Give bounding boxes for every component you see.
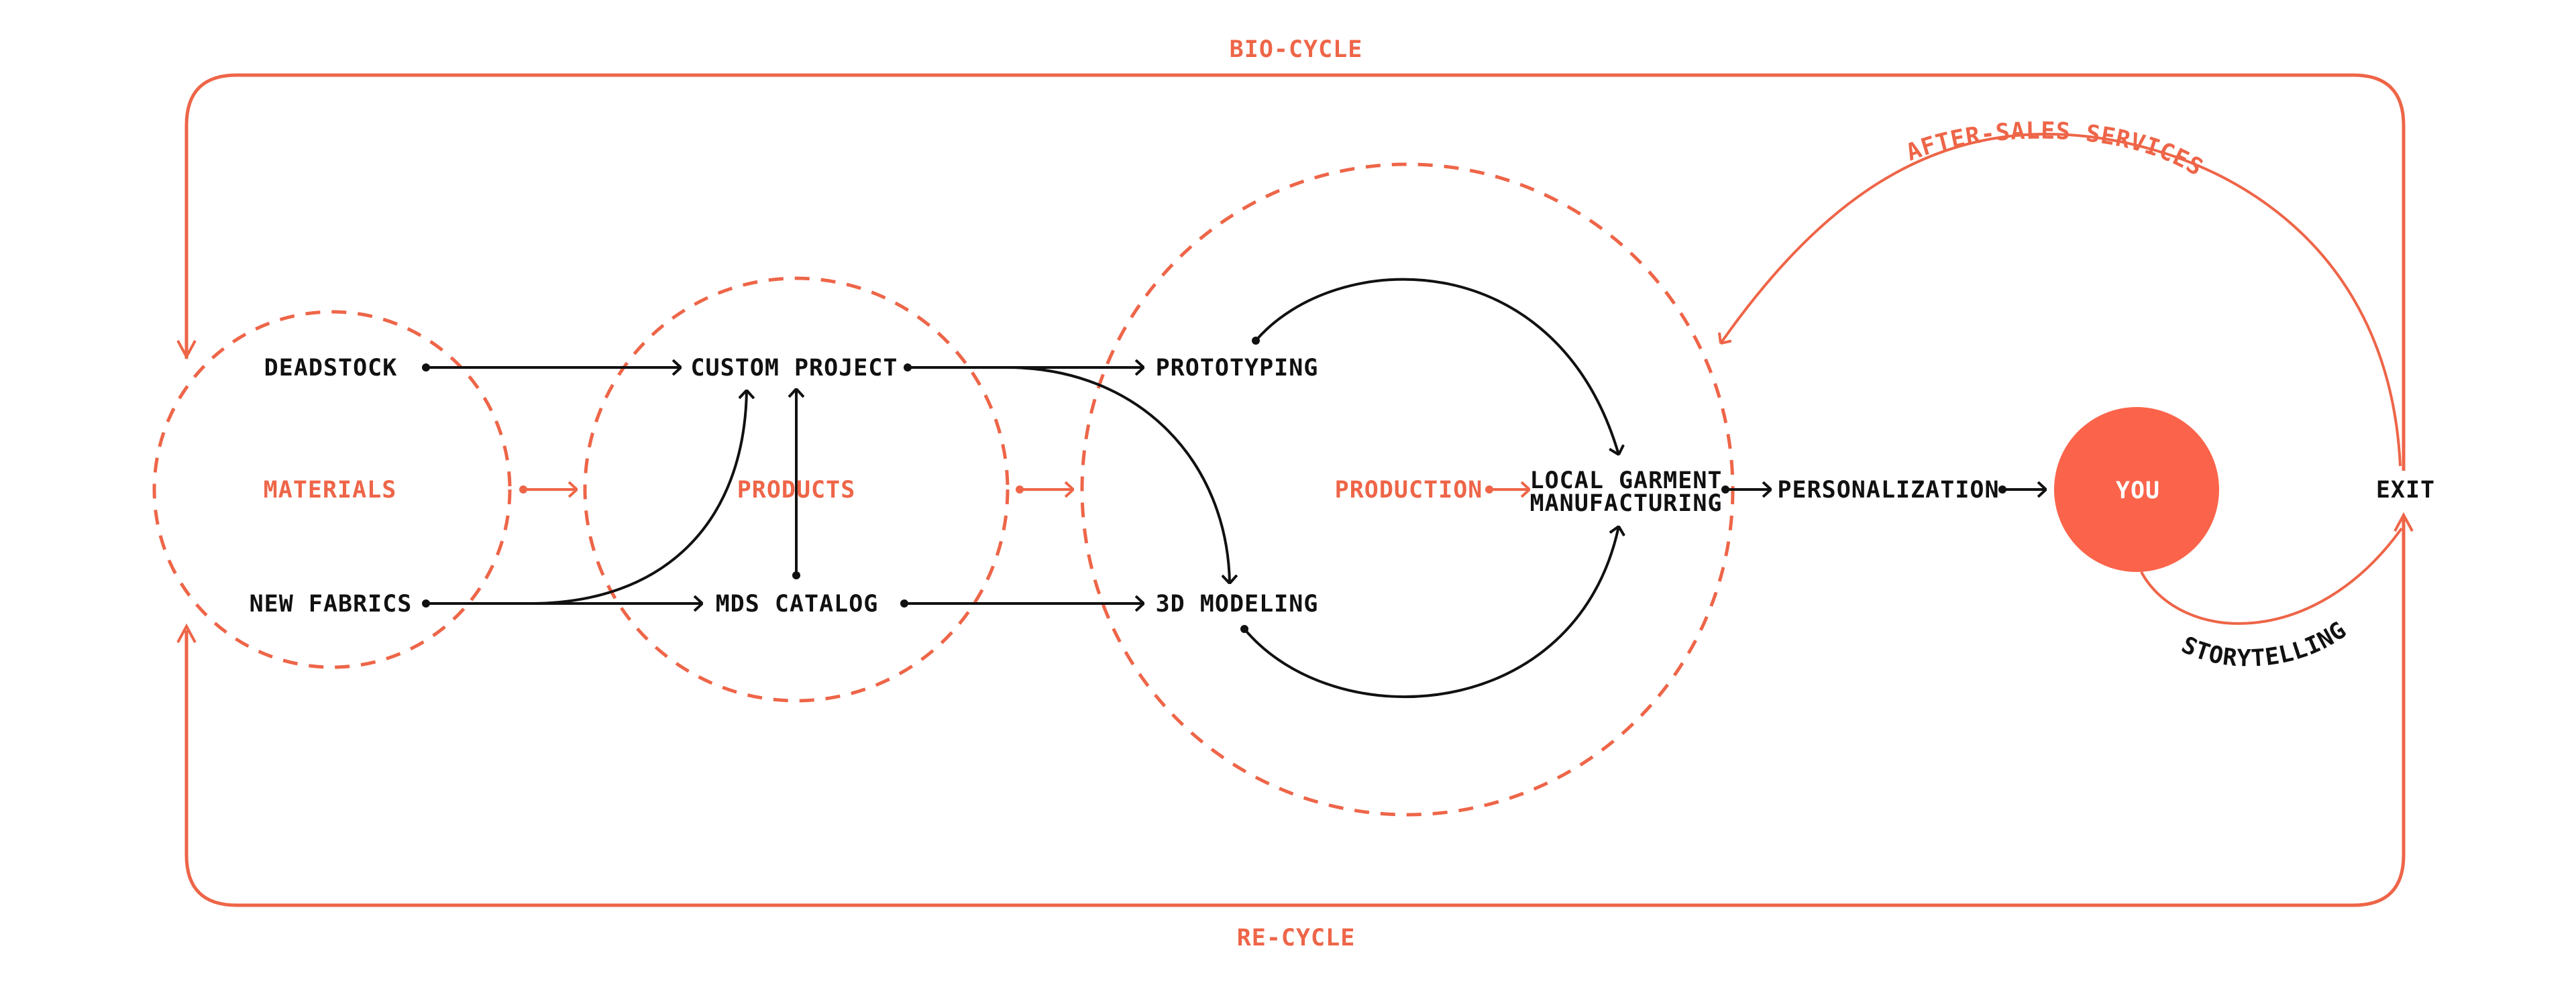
bio-cycle-arrow-icon: [176, 340, 197, 360]
you-label: YOU: [2116, 477, 2160, 504]
mds-catalog-label: MDS CATALOG: [716, 591, 879, 618]
personalization-label: PERSONALIZATION: [1777, 477, 1999, 504]
exit-label: EXIT: [2376, 477, 2435, 504]
manufacturing-label: MANUFACTURING: [1530, 490, 1723, 517]
after-sales-arc: [1721, 132, 2402, 467]
exit-arrow-icon: [2394, 512, 2414, 532]
3d-modeling-to-manufacturing-arrow: [1243, 526, 1619, 699]
products-circle: [583, 276, 1010, 703]
prototyping-label: PROTOTYPING: [1156, 355, 1319, 382]
storytelling-label: STORYTELLING: [2178, 617, 2352, 673]
new-fabrics-to-custom-project-arrow: [426, 390, 747, 605]
local-garment-label: LOCAL GARMENT: [1530, 467, 1723, 494]
bio-cycle-label: BIO-CYCLE: [1230, 36, 1363, 63]
new-fabrics-label: NEW FABRICS: [250, 591, 413, 618]
storytelling-arc: [2140, 527, 2403, 625]
3d-modeling-label: 3D MODELING: [1156, 591, 1319, 618]
you-node: [2054, 407, 2219, 572]
after-sales-label: AFTER-SALES SERVICES: [1902, 117, 2208, 181]
deadstock-label: DEADSTOCK: [264, 355, 398, 382]
prototyping-to-manufacturing-arrow: [1254, 278, 1619, 455]
custom-project-to-3d-modeling-arrow: [908, 366, 1230, 583]
re-cycle-loop: [184, 515, 2406, 907]
re-cycle-arrow-icon: [176, 623, 197, 643]
re-cycle-label: RE-CYCLE: [1237, 925, 1356, 951]
materials-circle: [152, 310, 512, 669]
bio-cycle-loop: [184, 73, 2406, 471]
materials-label: MATERIALS: [264, 477, 397, 504]
production-label: PRODUCTION: [1335, 477, 1483, 504]
products-label: PRODUCTS: [737, 477, 856, 504]
custom-project-label: CUSTOM PROJECT: [690, 355, 898, 382]
